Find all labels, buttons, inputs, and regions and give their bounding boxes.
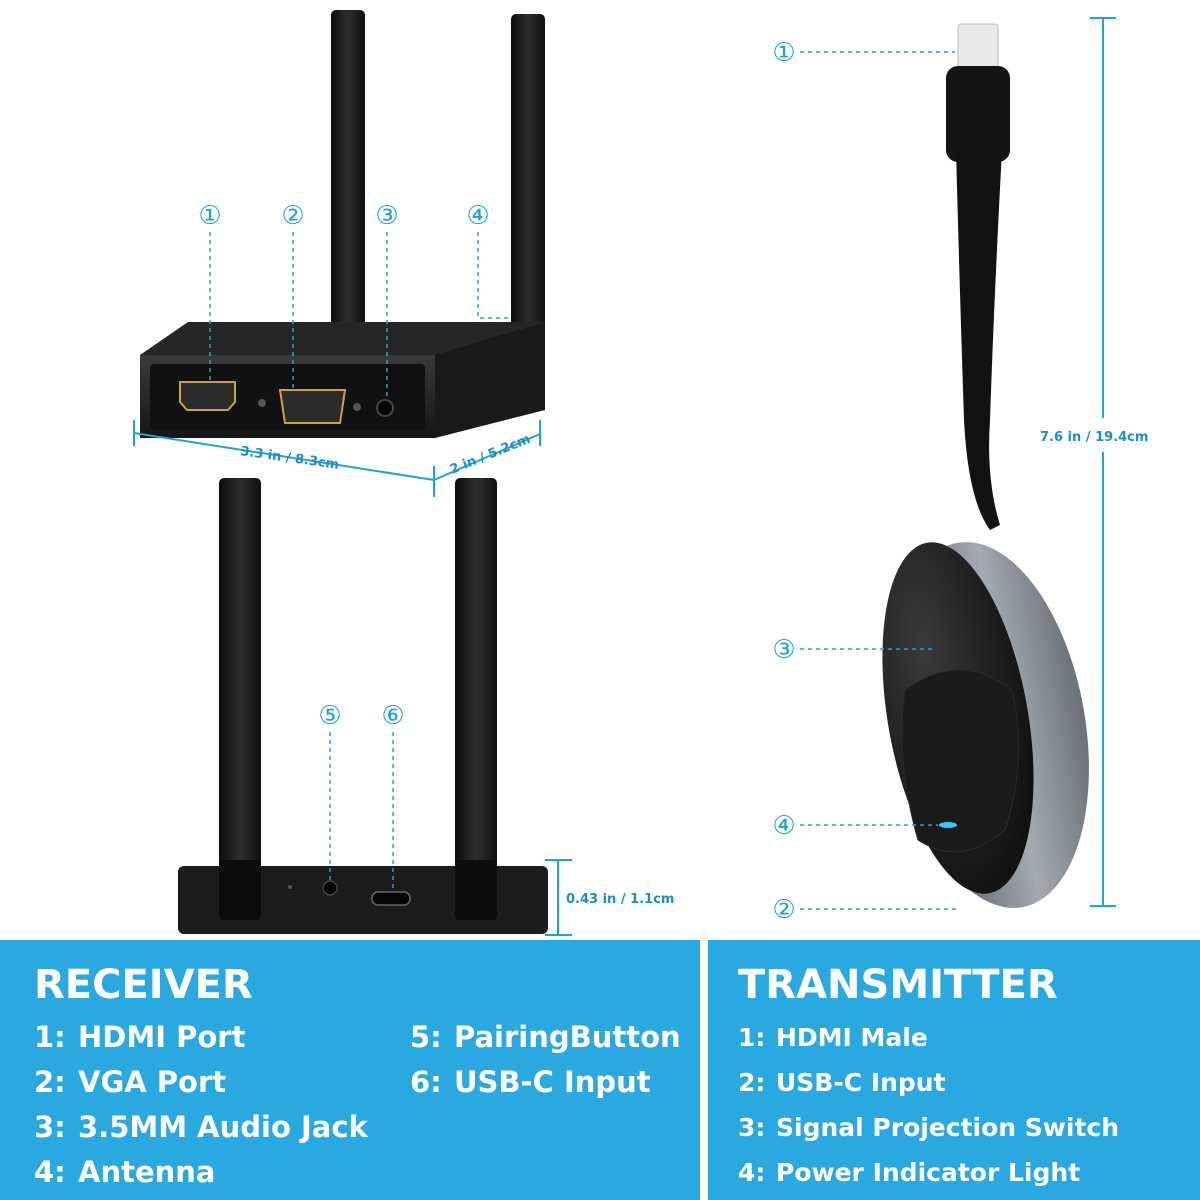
receiver-back-view: ⑤ ⑥ 0.43 in / 1.1cm	[178, 478, 674, 936]
antenna-left	[331, 10, 365, 330]
transmitter-item: 4:Power Indicator Light	[738, 1158, 1081, 1187]
callout-4: ④	[772, 811, 795, 841]
hdmi-connector	[957, 23, 999, 71]
pairing-button	[322, 880, 338, 896]
height-dimension: 0.43 in / 1.1cm	[566, 892, 674, 907]
audio-jack	[376, 399, 394, 417]
transmitter-view: ① ③ ④ ② 7.6 in / 19.4cm	[772, 17, 1148, 925]
panel-divider	[700, 940, 708, 1200]
callout-1: ①	[198, 201, 221, 231]
callout-2: ②	[772, 895, 795, 925]
antenna-right	[511, 14, 545, 384]
screw	[258, 399, 266, 407]
callout-4: ④	[466, 201, 489, 231]
transmitter-panel: TRANSMITTER 1:HDMI Male 2:USB-C Input 3:…	[708, 940, 1200, 1200]
antenna-left-base	[219, 860, 261, 920]
hdmi-port	[179, 381, 236, 411]
width-dimension: 3.3 in / 8.3cm	[239, 444, 339, 473]
callout-3: ③	[375, 201, 398, 231]
callout-2: ②	[281, 201, 304, 231]
receiver-item: 5:PairingButton	[410, 1020, 681, 1054]
receiver-item: 6:USB-C Input	[410, 1065, 651, 1099]
usb-c-port	[371, 891, 411, 906]
receiver-front-view: ① ② ③ ④ 3.3 in / 8.3cm 2 in / 5.2cm	[133, 10, 545, 497]
callout-6: ⑥	[381, 701, 404, 731]
connector-head	[946, 66, 1010, 162]
receiver-item: 1:HDMI Port	[34, 1020, 246, 1054]
callout-1: ①	[772, 38, 795, 68]
receiver-title: RECEIVER	[34, 962, 253, 1008]
transmitter-item: 1:HDMI Male	[738, 1023, 928, 1052]
receiver-side	[435, 322, 545, 438]
callout-3: ③	[772, 635, 795, 665]
vga-port	[278, 389, 347, 424]
receiver-item: 3:3.5MM Audio Jack	[34, 1110, 368, 1144]
callout-5: ⑤	[318, 701, 341, 731]
receiver-panel: RECEIVER 1:HDMI Port 2:VGA Port 3:3.5MM …	[0, 940, 700, 1200]
transmitter-item: 3:Signal Projection Switch	[738, 1113, 1120, 1142]
antenna-right	[455, 478, 497, 918]
transmitter-cable	[956, 150, 1002, 530]
antenna-left	[219, 478, 261, 918]
depth-dimension: 2 in / 5.2cm	[448, 432, 533, 478]
screw	[353, 403, 361, 411]
receiver-item: 4:Antenna	[34, 1155, 216, 1189]
antenna-right-base	[455, 860, 497, 920]
pairing-hole	[288, 885, 292, 889]
projection-switch	[901, 669, 1020, 853]
power-led	[939, 822, 957, 828]
receiver-item: 2:VGA Port	[34, 1065, 227, 1099]
transmitter-length-dimension: 7.6 in / 19.4cm	[1040, 430, 1148, 445]
transmitter-title: TRANSMITTER	[738, 962, 1058, 1008]
transmitter-item: 2:USB-C Input	[738, 1068, 946, 1097]
product-illustration: ① ② ③ ④ 3.3 in / 8.3cm 2 in / 5.2cm ⑤ ⑥	[133, 10, 1148, 936]
